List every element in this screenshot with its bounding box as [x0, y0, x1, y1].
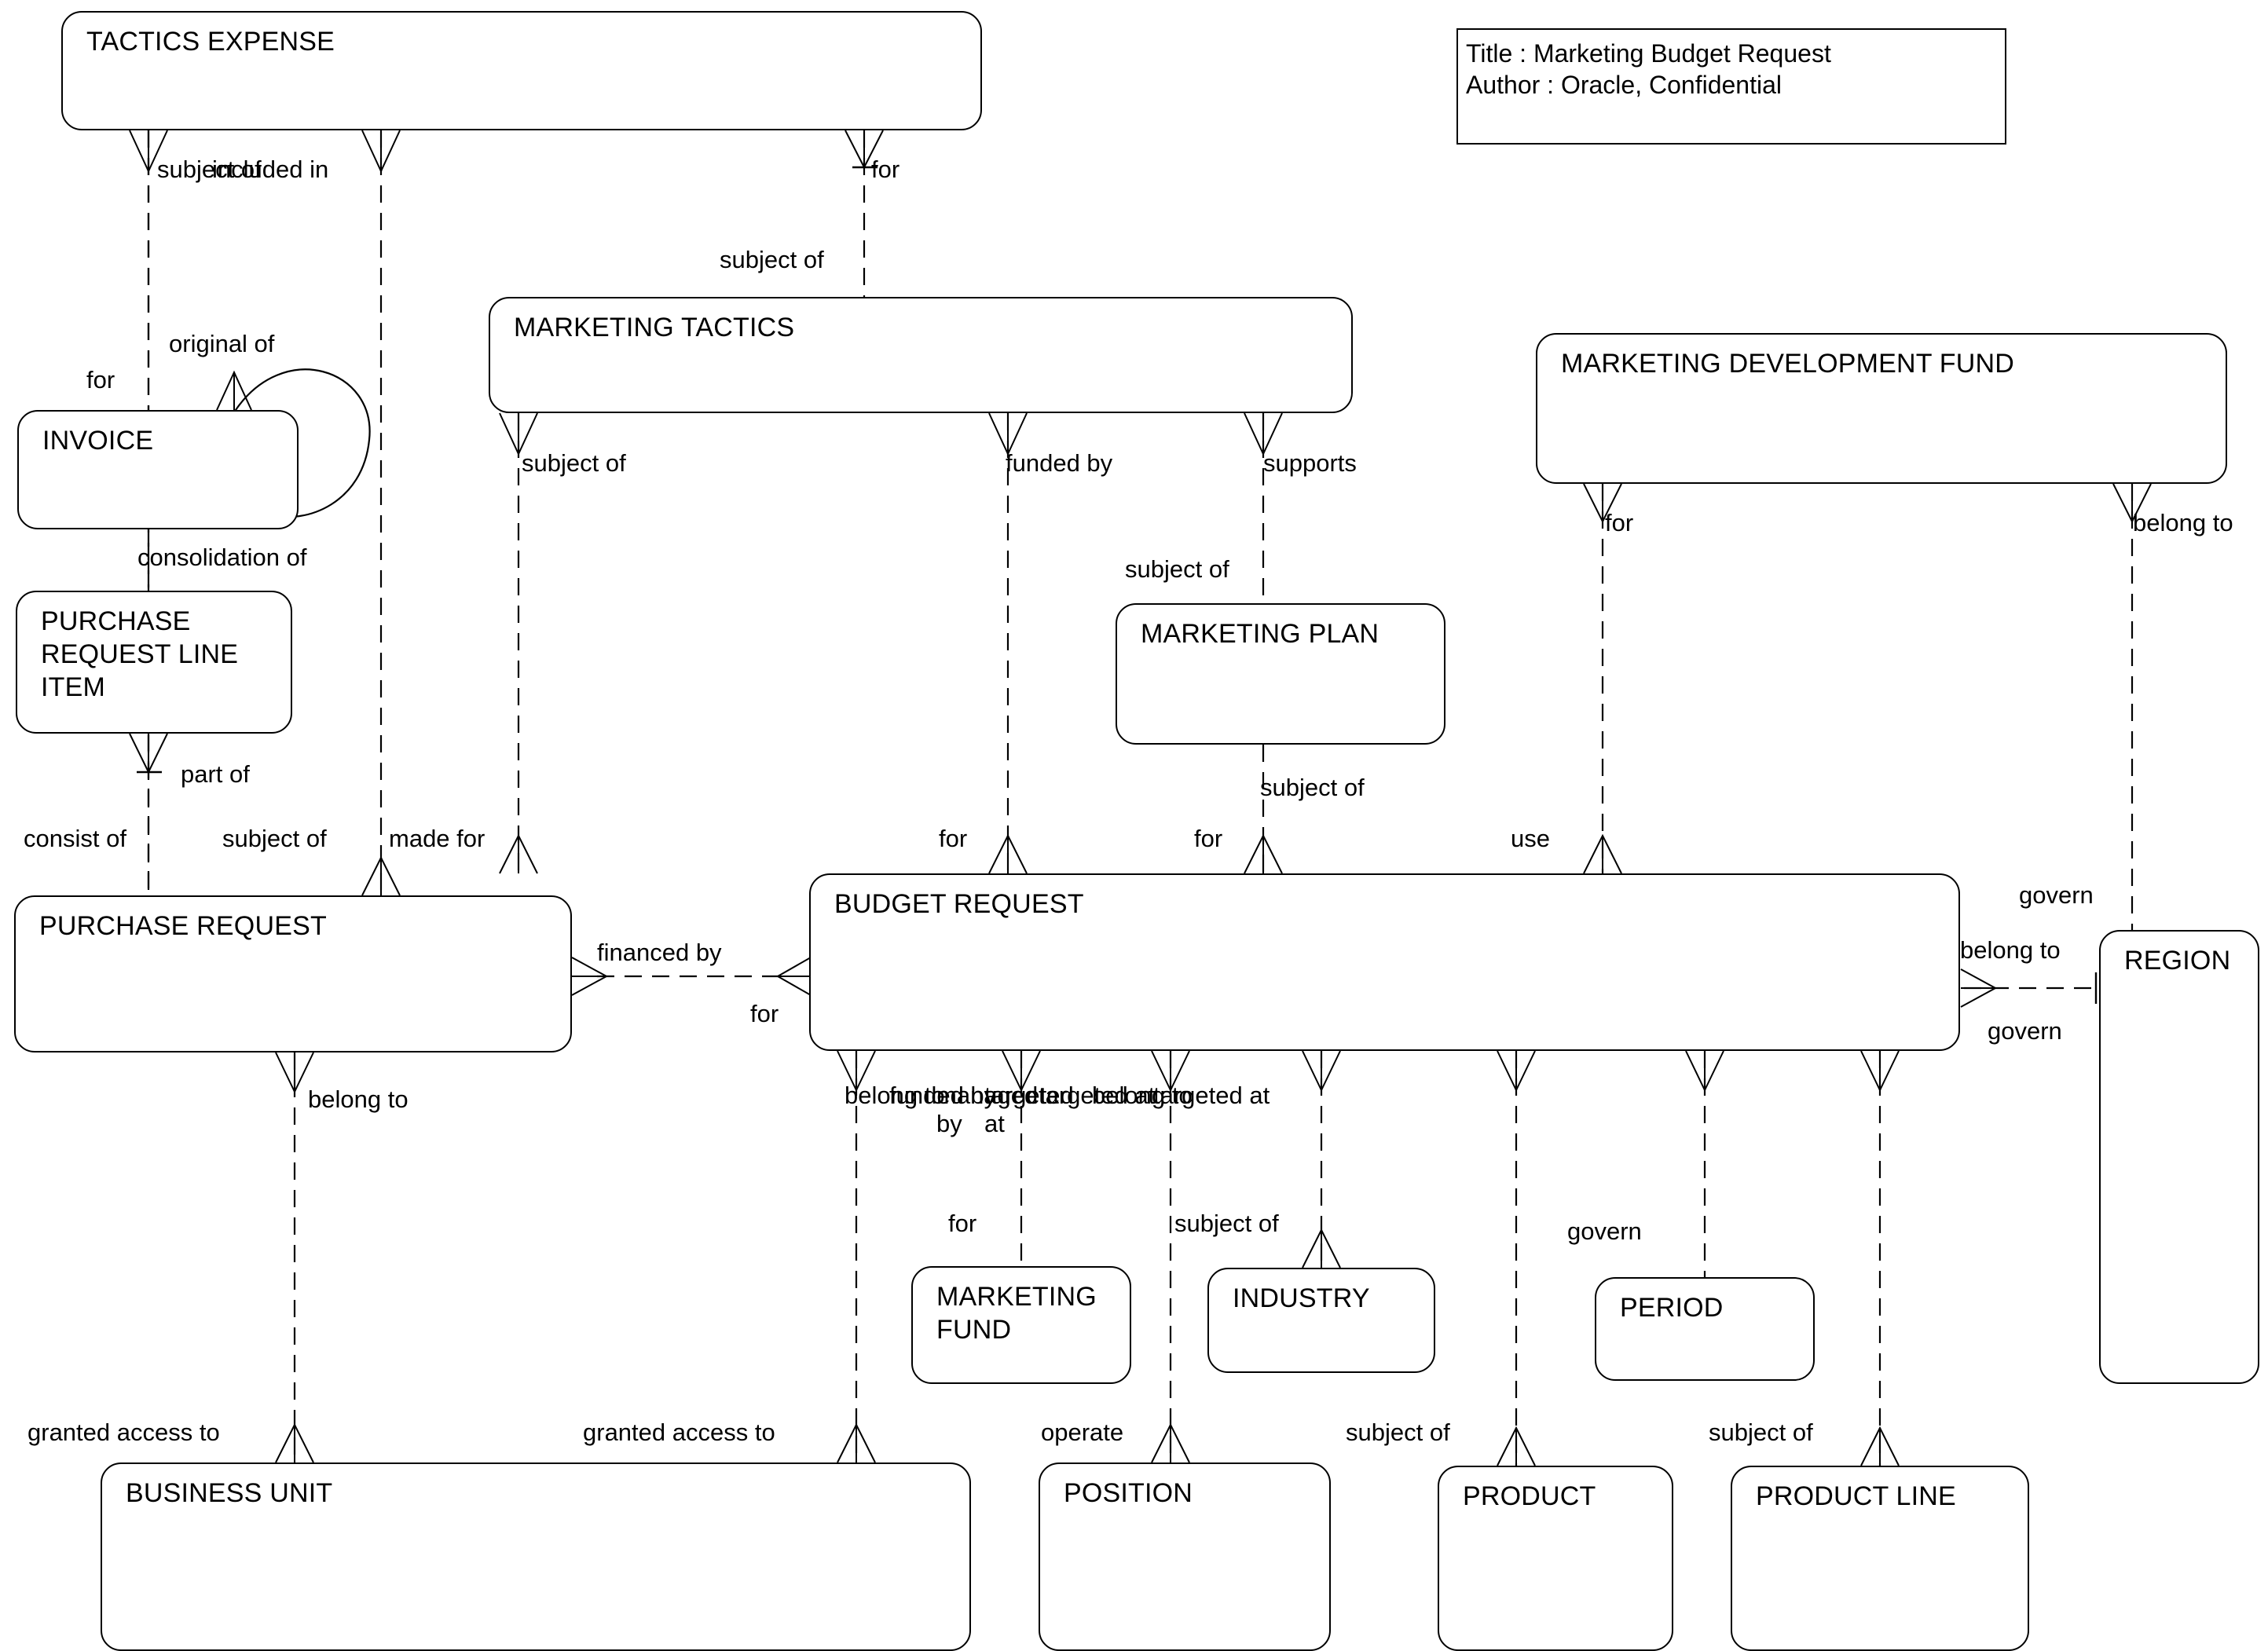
relationship-label-lbl-consist-of: consist of — [24, 825, 126, 852]
relationship-label-lbl-belong-to-period: belong to — [1092, 1082, 1193, 1109]
entity-marketing-fund[interactable]: MARKETING FUND — [911, 1266, 1131, 1384]
relationship-label-lbl-made-for: made for — [389, 825, 485, 852]
relationship-label-lbl-subject-of-8: subject of — [1346, 1419, 1450, 1446]
title-block: Title : Marketing Budget Request Author … — [1456, 28, 2006, 145]
entity-marketing-development-fund[interactable]: MARKETING DEVELOPMENT FUND — [1536, 333, 2227, 484]
entity-name-region: REGION — [2124, 946, 2231, 976]
relationship-label-lbl-subject-of-1: subject of — [157, 156, 262, 183]
entity-invoice[interactable]: INVOICE — [17, 410, 299, 529]
relationship-label-lbl-subject-of-4: subject of — [1125, 555, 1229, 583]
entity-purchase-request[interactable]: PURCHASE REQUEST — [14, 895, 572, 1052]
entity-name-purchase-request-line-item: PURCHASE REQUEST LINE ITEM — [41, 606, 239, 702]
entity-name-marketing-fund: MARKETING FUND — [936, 1282, 1097, 1345]
relationship-label-lbl-for-6: for — [750, 1000, 779, 1027]
relationship-label-lbl-granted-access-1: granted access to — [27, 1419, 220, 1446]
relationship-label-lbl-belong-to-mdf: belong to — [2133, 509, 2233, 536]
entity-name-marketing-plan: MARKETING PLAN — [1141, 619, 1379, 649]
relationship-label-lbl-belong-to-pr: belong to — [308, 1085, 409, 1113]
relationship-label-lbl-funded-by-1: funded by — [1006, 449, 1113, 477]
entity-budget-request[interactable]: BUDGET REQUEST — [809, 873, 1960, 1051]
relationship-label-lbl-targeted-at-1: targeted at — [984, 1082, 1074, 1137]
entity-name-position: POSITION — [1064, 1478, 1193, 1508]
relationship-label-lbl-use: use — [1511, 825, 1550, 852]
relationship-label-lbl-subject-of-7: subject of — [1174, 1210, 1279, 1237]
relationship-label-lbl-supports: supports — [1263, 449, 1357, 477]
diagram-author-line: Author : Oracle, Confidential — [1466, 71, 1782, 99]
relationship-label-lbl-subject-of-6: subject of — [222, 825, 327, 852]
relationship-label-lbl-belong-to-region: belong to — [1960, 936, 2061, 964]
relationship-label-lbl-funded-by-2: funded by — [889, 1082, 997, 1109]
entity-business-unit[interactable]: BUSINESS UNIT — [101, 1462, 971, 1651]
entity-name-tactics-expense: TACTICS EXPENSE — [86, 27, 335, 57]
relationship-label-lbl-included-in: included in — [212, 156, 329, 183]
entity-name-purchase-request: PURCHASE REQUEST — [39, 911, 327, 941]
relationship-label-lbl-subject-of-5: subject of — [1260, 774, 1365, 801]
relationship-label-lbl-targeted-at-2: targeted at — [1039, 1082, 1156, 1109]
relationship-label-lbl-for-2: for — [86, 366, 115, 394]
diagram-title-line: Title : Marketing Budget Request — [1466, 39, 1831, 68]
entity-name-industry: INDUSTRY — [1233, 1283, 1370, 1313]
relationship-label-lbl-granted-access-2: granted access to — [583, 1419, 775, 1446]
relationship-label-lbl-original-of: original of — [169, 330, 275, 357]
relationship-label-lbl-govern-top: govern — [2019, 881, 2094, 909]
entity-name-period: PERIOD — [1620, 1293, 1724, 1323]
entity-product[interactable]: PRODUCT — [1438, 1466, 1673, 1651]
entity-position[interactable]: POSITION — [1039, 1462, 1331, 1651]
entity-period[interactable]: PERIOD — [1595, 1277, 1815, 1381]
entity-name-invoice: INVOICE — [42, 426, 154, 456]
relationship-label-lbl-for-1: for — [871, 156, 900, 183]
entity-name-marketing-tactics: MARKETING TACTICS — [514, 313, 795, 342]
relationship-label-lbl-govern-period: govern — [1567, 1217, 1642, 1245]
relationship-label-lbl-for-4: for — [939, 825, 968, 852]
relationship-label-lbl-for-3: for — [1605, 509, 1634, 536]
entity-marketing-plan[interactable]: MARKETING PLAN — [1116, 603, 1445, 745]
relationship-label-lbl-targeted-at-3: targeted at — [1153, 1082, 1270, 1109]
entity-marketing-tactics[interactable]: MARKETING TACTICS — [489, 297, 1353, 413]
entity-name-business-unit: BUSINESS UNIT — [126, 1478, 333, 1508]
relationship-label-lbl-consolidation-of: consolidation of — [137, 544, 307, 571]
entity-industry[interactable]: INDUSTRY — [1207, 1268, 1435, 1373]
relationship-label-lbl-belong-to-br: belong to — [845, 1082, 945, 1109]
entity-region[interactable]: REGION — [2099, 930, 2259, 1384]
entity-name-product-line: PRODUCT LINE — [1756, 1481, 1956, 1511]
entity-name-budget-request: BUDGET REQUEST — [834, 889, 1084, 919]
entity-product-line[interactable]: PRODUCT LINE — [1731, 1466, 2029, 1651]
entity-tactics-expense[interactable]: TACTICS EXPENSE — [61, 11, 982, 130]
relationship-label-lbl-operate: operate — [1041, 1419, 1124, 1446]
relationship-label-lbl-subject-of-2: subject of — [720, 246, 824, 273]
entity-name-marketing-development-fund: MARKETING DEVELOPMENT FUND — [1561, 349, 2014, 379]
relationship-label-lbl-subject-of-9: subject of — [1709, 1419, 1813, 1446]
relationship-label-lbl-managed-by: managed by — [936, 1082, 1039, 1137]
relationship-label-lbl-govern-bottom: govern — [1988, 1017, 2062, 1045]
relationship-label-lbl-financed-by: financed by — [597, 939, 722, 966]
entity-name-product: PRODUCT — [1463, 1481, 1596, 1511]
relationship-label-lbl-for-5: for — [1194, 825, 1223, 852]
relationship-label-lbl-part-of: part of — [181, 760, 250, 788]
relationship-label-lbl-subject-of-3: subject of — [522, 449, 626, 477]
relationship-label-lbl-for-7: for — [948, 1210, 977, 1237]
entity-purchase-request-line-item[interactable]: PURCHASE REQUEST LINE ITEM — [16, 591, 292, 734]
